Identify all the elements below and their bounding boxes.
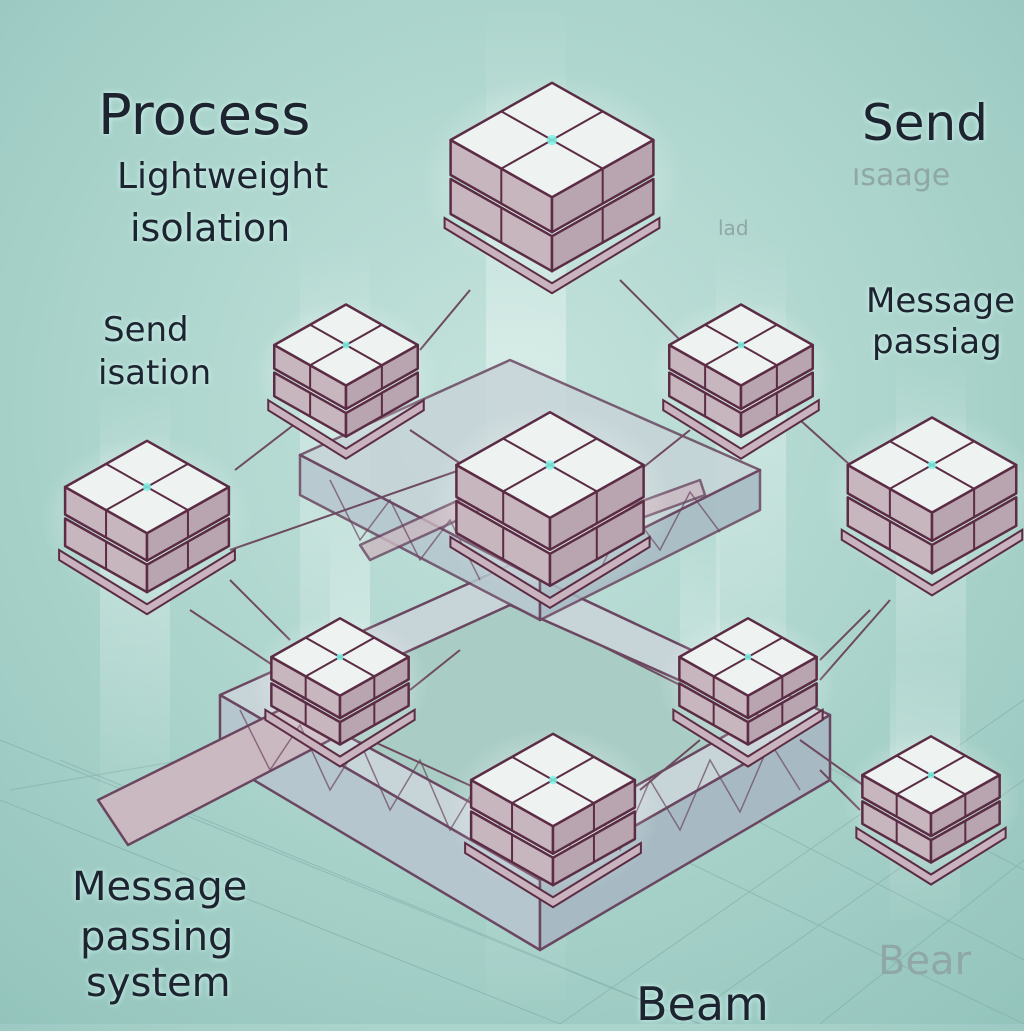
process-block-far-right [822,411,1024,597]
process-block-bottom-right [841,731,1021,886]
label-message-system-line3: system [86,960,231,1006]
label-message-system-line1: Message [72,864,248,910]
label-faint-small: lad [718,216,749,240]
process-block-bottom-center [446,728,660,909]
process-blocks [40,76,1024,909]
process-block-lower-left [250,613,430,768]
label-message-system-line2: passing [80,914,234,960]
process-block-upper-right [647,299,835,460]
label-message-faint: ısaage [852,158,951,193]
label-send-right: Send [862,94,988,152]
label-beam: Beam [636,977,769,1031]
label-beam-faint: Bear [878,938,972,984]
process-block-center [428,405,672,609]
label-send-left: Send [103,310,189,350]
process-block-upper-left [252,299,440,460]
label-isation-left: isation [98,353,212,393]
label-message-right: Message [866,281,1016,321]
process-block-lower-right [658,613,838,768]
label-lightweight: Lightweight [117,156,329,197]
process-block-top-center [420,76,684,295]
process-block-far-left [40,435,254,616]
label-process: Process [98,83,311,148]
label-passing-right: passiag [872,322,1002,362]
label-isolation: isolation [130,206,291,250]
